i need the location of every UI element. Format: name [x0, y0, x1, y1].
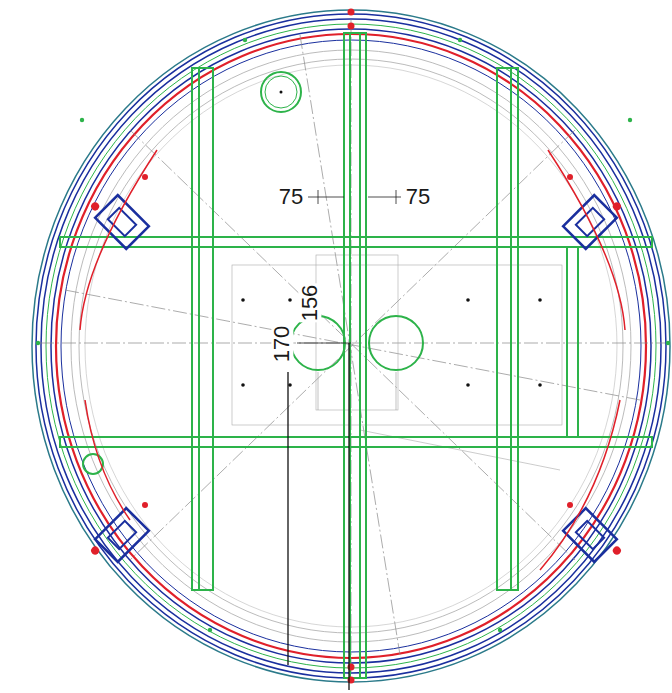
marker: [567, 174, 573, 180]
extension-line: [396, 372, 397, 410]
dimension-label: 75: [278, 186, 304, 208]
bracket-body: [95, 508, 149, 562]
extension-line: [318, 372, 319, 410]
point: [280, 91, 283, 94]
bracket: [87, 508, 149, 570]
marker: [498, 628, 502, 632]
marker: [208, 628, 212, 632]
marker: [458, 38, 462, 42]
axis: [40, 343, 665, 344]
point: [288, 383, 292, 387]
beam-edge: [359, 33, 361, 678]
bracket-body: [108, 208, 136, 236]
hole: [261, 72, 301, 112]
point: [466, 383, 470, 387]
bolt: [611, 545, 622, 556]
dimension-label: 75: [405, 186, 431, 208]
bolt: [89, 545, 100, 556]
bracket-body: [563, 508, 617, 562]
hole: [265, 76, 297, 108]
tick: [396, 190, 397, 204]
red-arcs: [80, 150, 625, 570]
bolt: [611, 201, 622, 212]
stiffener: [567, 247, 578, 437]
beam: [192, 68, 213, 590]
marker: [142, 174, 148, 180]
leader-lines: [288, 343, 349, 690]
outline: [316, 255, 398, 410]
cross-beam: [60, 237, 652, 247]
arc: [85, 400, 130, 520]
ring-markers: [36, 9, 670, 684]
marker: [348, 23, 355, 30]
point: [538, 298, 542, 302]
hole: [369, 316, 423, 370]
marker: [628, 118, 632, 122]
bracket: [563, 187, 625, 249]
brackets: [87, 187, 626, 571]
bolt: [89, 201, 100, 212]
arc: [540, 400, 620, 570]
cross-beam: [60, 437, 652, 447]
marker: [142, 502, 148, 508]
dimension-line: [308, 197, 344, 198]
ring: [36, 14, 666, 678]
beam-edge: [510, 68, 512, 590]
point: [466, 298, 470, 302]
arc: [80, 150, 157, 330]
tick: [318, 190, 319, 204]
dimension-label: 156: [299, 284, 321, 323]
marker: [348, 9, 355, 16]
points: [241, 91, 542, 387]
leader-line: [287, 372, 288, 665]
hole: [83, 454, 103, 474]
marker: [567, 502, 573, 508]
bracket: [563, 508, 625, 570]
main-beam: [344, 33, 366, 678]
point: [241, 383, 245, 387]
outline: [232, 265, 562, 425]
axis: [65, 290, 640, 400]
bracket-body: [95, 195, 149, 249]
dimension-line: [297, 343, 351, 344]
marker: [666, 341, 670, 345]
marker: [243, 38, 247, 42]
dimension-label: 170: [271, 325, 293, 364]
bracket-body: [108, 521, 136, 549]
arc: [548, 150, 625, 330]
bracket-body: [576, 521, 604, 549]
center-lines: [40, 20, 665, 675]
beam-edge: [198, 68, 200, 590]
marker: [80, 118, 84, 122]
leader-line: [348, 343, 349, 690]
point: [538, 383, 542, 387]
outer-ring: [32, 10, 670, 682]
rings: [32, 10, 670, 682]
marker: [36, 341, 40, 345]
point: [241, 298, 245, 302]
point: [288, 298, 292, 302]
beams: [60, 33, 652, 678]
beam: [497, 68, 518, 590]
